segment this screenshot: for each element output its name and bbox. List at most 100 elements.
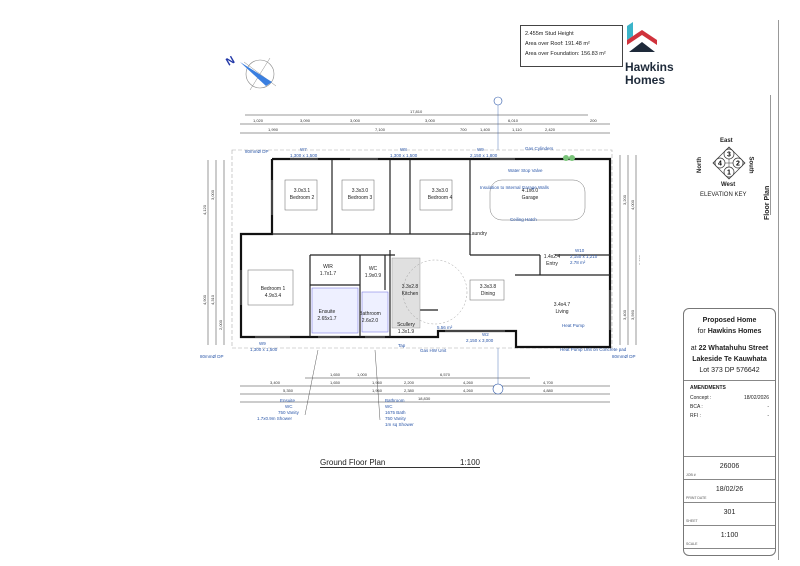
brand-logo: Hawkins Homes — [625, 22, 685, 87]
amendment-row: RFI :- — [690, 412, 769, 421]
svg-text:WC: WC — [385, 404, 393, 409]
svg-text:4.1x6.0: 4.1x6.0 — [522, 188, 539, 194]
amendments-title: AMENDMENTS — [690, 385, 726, 391]
svg-text:Gas HW Unit: Gas HW Unit — [420, 348, 447, 353]
svg-text:2,150 x 1,210: 2,150 x 1,210 — [570, 254, 598, 259]
top-dimensions — [240, 114, 610, 134]
svg-text:1.7x0.9m Shower: 1.7x0.9m Shower — [257, 416, 293, 421]
svg-text:3,200: 3,200 — [622, 194, 627, 205]
svg-text:Tap: Tap — [398, 343, 406, 348]
svg-text:80mmØ DP: 80mmØ DP — [245, 149, 269, 154]
svg-text:5.56 m²: 5.56 m² — [437, 325, 453, 330]
svg-text:3,400: 3,400 — [622, 309, 627, 320]
client-name: Hawkins Homes — [707, 328, 762, 335]
house-logo-icon — [627, 22, 657, 52]
elev-north: North — [697, 157, 703, 173]
sheet-border — [778, 20, 779, 560]
divider — [770, 95, 771, 215]
amendment-value: 18/02/2026 — [743, 395, 769, 401]
svg-text:Insulation to Internal Garage: Insulation to Internal Garage Walls — [480, 185, 550, 190]
svg-text:1.7x1.7: 1.7x1.7 — [320, 271, 337, 277]
windows — [240, 158, 611, 338]
svg-text:4,310: 4,310 — [210, 294, 215, 305]
svg-text:4,120: 4,120 — [202, 204, 207, 215]
svg-text:W2: W2 — [482, 332, 489, 337]
svg-text:3.3x3.0: 3.3x3.0 — [432, 188, 449, 194]
svg-text:1,400: 1,400 — [480, 127, 491, 132]
svg-text:4,260: 4,260 — [463, 388, 474, 393]
area-foundation: Area over Foundation: 156.83 m² — [525, 51, 606, 57]
svg-text:1,020: 1,020 — [253, 118, 264, 123]
brand-name-2: Homes — [625, 73, 666, 87]
svg-text:4,700: 4,700 — [543, 380, 554, 385]
svg-text:1,000: 1,000 — [357, 372, 368, 377]
svg-text:1.3x1.9: 1.3x1.9 — [398, 329, 415, 335]
lot-dp: Lot 373 DP 576642 — [699, 367, 760, 374]
interior-walls — [272, 160, 610, 337]
svg-text:Bedroom 2: Bedroom 2 — [290, 195, 315, 201]
svg-text:1,110: 1,110 — [512, 127, 522, 132]
scale-value: 1:100 — [720, 532, 739, 539]
svg-text:3.0x3.1: 3.0x3.1 — [294, 188, 311, 194]
job-label: JOB # — [686, 473, 696, 477]
svg-text:3,560: 3,560 — [630, 309, 635, 320]
svg-text:9,300: 9,300 — [638, 254, 640, 265]
amendment-value: - — [767, 404, 769, 410]
stud-height: 2.455m Stud Height — [525, 31, 574, 37]
svg-text:1675 Bath: 1675 Bath — [385, 410, 406, 415]
svg-text:WIR: WIR — [323, 264, 333, 270]
north-arrow-icon: N — [224, 54, 277, 91]
svg-text:1,650: 1,650 — [330, 380, 341, 385]
svg-text:3,000: 3,000 — [425, 118, 436, 123]
svg-text:200: 200 — [590, 118, 597, 123]
amendment-row: Concept :18/02/2026 — [690, 394, 769, 403]
svg-text:1,300 x 1,500: 1,300 x 1,500 — [250, 347, 278, 352]
svg-text:W9: W9 — [259, 341, 266, 346]
svg-text:3: 3 — [727, 152, 731, 159]
amendment-label: RFI : — [690, 413, 701, 419]
project-title: Proposed Home — [702, 317, 757, 324]
project-info: Proposed Home for Hawkins Homes at 22 Wh… — [684, 309, 775, 376]
svg-text:750 Vanity: 750 Vanity — [278, 410, 300, 415]
area-roof: Area over Roof: 191.48 m² — [525, 41, 590, 47]
svg-text:2,150 x 1,800: 2,150 x 1,800 — [470, 153, 498, 158]
date-label: PRINT DATE — [686, 496, 707, 500]
svg-text:1m sq Shower: 1m sq Shower — [385, 422, 414, 427]
svg-text:Bathroom: Bathroom — [385, 398, 405, 403]
amendments-section: AMENDMENTS Concept :18/02/2026 BCA :- RF… — [684, 380, 775, 425]
svg-text:2,420: 2,420 — [545, 127, 556, 132]
svg-text:Garage: Garage — [522, 195, 539, 201]
svg-text:2,200: 2,200 — [404, 380, 415, 385]
scale-row: SCALE 1:100 — [684, 525, 775, 549]
elev-east: East — [720, 138, 733, 144]
svg-text:W9: W9 — [477, 147, 484, 152]
scale-label: SCALE — [686, 542, 698, 546]
svg-text:5,350: 5,350 — [283, 388, 294, 393]
svg-text:3.3x3.8: 3.3x3.8 — [480, 284, 497, 290]
overall-width: 17,810 — [410, 109, 423, 114]
job-number-row: JOB #26006 — [684, 456, 775, 479]
svg-text:3.4x4.7: 3.4x4.7 — [554, 302, 571, 308]
svg-text:WC: WC — [285, 404, 293, 409]
elevation-compass-icon: 3 2 1 4 — [712, 146, 746, 180]
svg-text:2.65x1.7: 2.65x1.7 — [317, 316, 336, 322]
svg-text:7,100: 7,100 — [375, 127, 386, 132]
svg-text:Living: Living — [555, 309, 568, 315]
svg-text:750 Vanity: 750 Vanity — [385, 416, 407, 421]
svg-text:Bathroom: Bathroom — [359, 311, 381, 317]
svg-text:Ensuite: Ensuite — [280, 398, 296, 403]
elev-south: South — [747, 156, 754, 174]
sheet-number: 301 — [723, 509, 736, 516]
svg-text:1,650: 1,650 — [330, 372, 341, 377]
amendment-row: BCA :- — [690, 403, 769, 412]
svg-text:1,960: 1,960 — [372, 388, 383, 393]
svg-text:W8: W8 — [400, 147, 407, 152]
svg-text:1,300 x 1,500: 1,300 x 1,500 — [290, 153, 318, 158]
svg-text:2,000: 2,000 — [218, 319, 223, 330]
svg-text:3,400: 3,400 — [270, 380, 281, 385]
svg-text:Laundry: Laundry — [469, 231, 488, 237]
svg-text:W10: W10 — [575, 248, 585, 253]
elevation-key-label: ELEVATION KEY — [700, 192, 747, 198]
